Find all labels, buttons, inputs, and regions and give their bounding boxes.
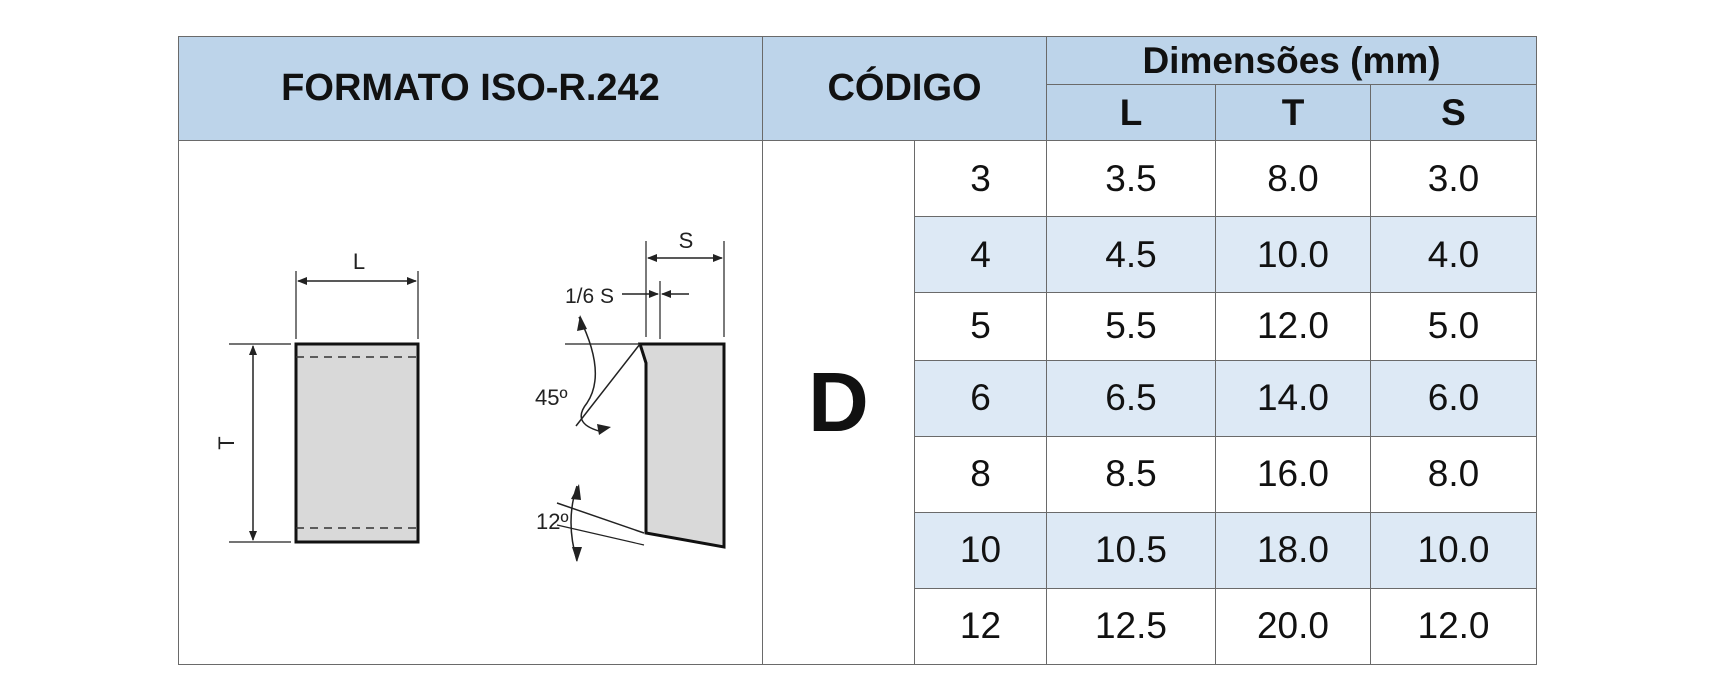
insert-diagram: L T S 1/6 S — [214, 228, 726, 562]
dimension-t-cell: 14.0 — [1215, 359, 1371, 437]
code-cell: 4 — [914, 216, 1047, 294]
insert-diagram-cell: L T S 1/6 S — [178, 140, 763, 665]
code-cell: 10 — [914, 511, 1047, 589]
dimension-l-cell: 10.5 — [1046, 511, 1216, 589]
front-view: L T — [214, 249, 420, 544]
dimensions-header: Dimensões (mm) — [1045, 36, 1538, 85]
dimension-l-cell: 4.5 — [1046, 216, 1216, 294]
table-row: 10 10.5 18.0 10.0 — [179, 511, 1538, 589]
code-header: CÓDIGO — [762, 36, 1047, 141]
dimension-l-cell: 12.5 — [1046, 587, 1216, 666]
dimension-t-cell: 12.0 — [1215, 292, 1371, 361]
dimension-label-s: S — [679, 228, 694, 253]
table-row: 8 8.5 16.0 8.0 — [179, 435, 1538, 513]
dimension-t-cell: 18.0 — [1215, 511, 1371, 589]
dimension-s-cell: 6.0 — [1369, 359, 1538, 437]
dimension-l-cell: 8.5 — [1046, 435, 1216, 513]
dimension-s-cell: 8.0 — [1369, 435, 1538, 513]
code-cell: 5 — [914, 292, 1047, 361]
dimension-t-cell: 8.0 — [1215, 139, 1371, 218]
angle-label-12: 12º — [536, 509, 569, 534]
dimension-label-sixth-s: 1/6 S — [565, 285, 614, 308]
format-header: FORMATO ISO-R.242 — [178, 36, 763, 141]
column-header-l: L — [1046, 84, 1216, 141]
code-letter: D — [762, 140, 915, 665]
dimension-t-cell: 16.0 — [1215, 435, 1371, 513]
dimension-l-cell: 3.5 — [1046, 139, 1216, 218]
dimension-s-cell: 3.0 — [1369, 139, 1538, 218]
column-header-t: T — [1215, 84, 1371, 141]
dimension-t-cell: 20.0 — [1215, 587, 1371, 666]
side-view: S 1/6 S 45º 12º — [535, 228, 726, 562]
dimension-s-cell: 4.0 — [1369, 216, 1538, 294]
dimension-label-l: L — [353, 249, 365, 274]
dimension-s-cell: 5.0 — [1369, 292, 1538, 361]
dimension-l-cell: 5.5 — [1046, 292, 1216, 361]
angle-label-45: 45º — [535, 385, 568, 410]
insert-dimensions-table: FORMATO ISO-R.242 CÓDIGO Dimensões (mm) … — [178, 36, 1538, 666]
dimension-s-cell: 12.0 — [1369, 587, 1538, 666]
code-cell: 12 — [914, 587, 1047, 666]
code-cell: 3 — [914, 139, 1047, 218]
column-header-s: S — [1369, 84, 1538, 141]
code-cell: 8 — [914, 435, 1047, 513]
dimension-label-t: T — [214, 436, 239, 449]
dimension-l-cell: 6.5 — [1046, 359, 1216, 437]
dimension-s-cell: 10.0 — [1369, 511, 1538, 589]
table-row: 5 5.5 12.0 5.0 — [179, 292, 1538, 361]
table-row: 4 4.5 10.0 4.0 — [179, 216, 1538, 294]
dimension-t-cell: 10.0 — [1215, 216, 1371, 294]
table-row: 6 6.5 14.0 6.0 — [179, 359, 1538, 437]
code-cell: 6 — [914, 359, 1047, 437]
table-row: 12 12.5 20.0 12.0 — [179, 587, 1538, 666]
